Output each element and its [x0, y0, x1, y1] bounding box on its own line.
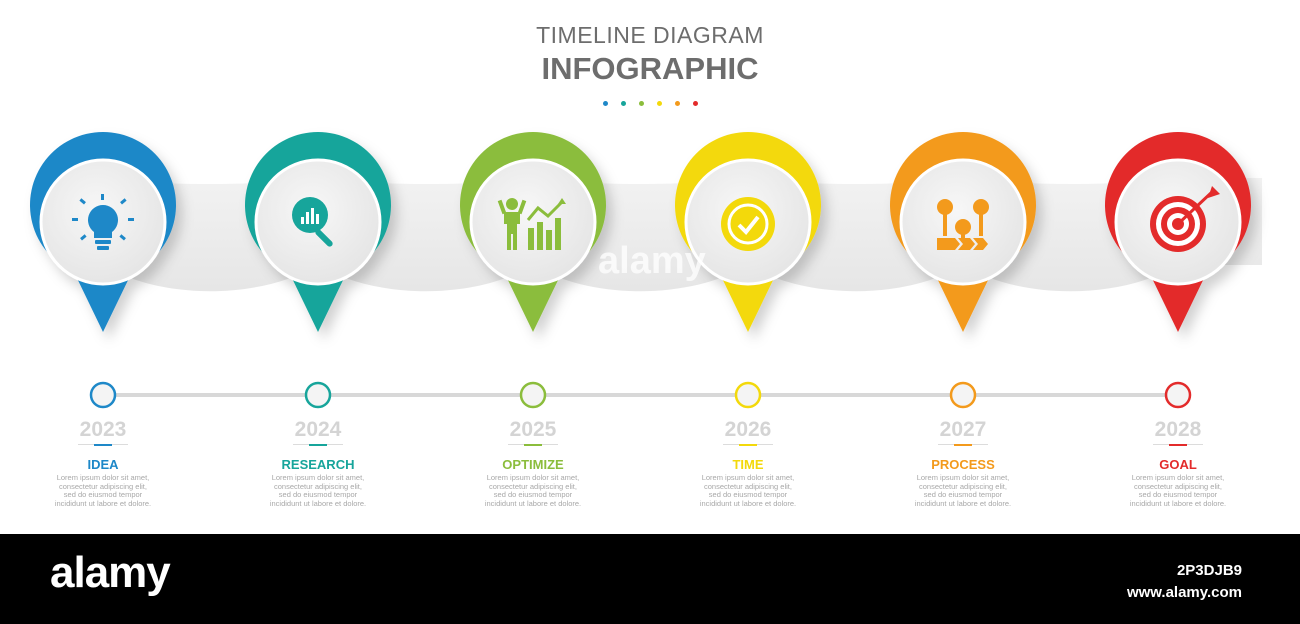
- desc-line: incididunt ut labore et dolore.: [699, 498, 797, 508]
- title-top: TIMELINE DIAGRAM: [536, 22, 764, 48]
- desc-line: consectetur adipiscing elit,: [704, 481, 792, 491]
- footer-logo: alamy: [50, 548, 171, 597]
- color-dot: [674, 101, 680, 106]
- footer-bar: alamy 2P3DJB9 www.alamy.com: [0, 534, 1300, 624]
- desc-line: sed do eiusmod tempor: [923, 490, 1003, 500]
- header: TIMELINE DIAGRAM INFOGRAPHIC: [0, 22, 1300, 106]
- color-dot: [692, 101, 698, 106]
- process-flow-icon: [937, 199, 989, 250]
- step-label: RESEARCH: [281, 457, 355, 472]
- desc-line: sed do eiusmod tempor: [63, 490, 143, 500]
- desc-line: consectetur adipiscing elit,: [489, 481, 577, 491]
- step-year: 2024: [294, 418, 342, 441]
- person-growth-chart-icon: [497, 198, 566, 250]
- timeline-nodes: [89, 381, 1192, 409]
- desc-line: consectetur adipiscing elit,: [274, 481, 362, 491]
- year-underline: [94, 444, 112, 446]
- desc-line: incididunt ut labore et dolore.: [484, 498, 582, 508]
- step-label: OPTIMIZE: [502, 457, 564, 472]
- timeline-node: [734, 381, 762, 409]
- year-underline: [524, 444, 542, 446]
- step-label: IDEA: [87, 457, 119, 472]
- color-dots: [0, 101, 1300, 106]
- color-dot: [602, 101, 608, 106]
- desc-line: Lorem ipsum dolor sit amet,: [56, 473, 150, 482]
- step-description: Lorem ipsum dolor sit amet, consectetur …: [908, 473, 1018, 508]
- step-label: GOAL: [1159, 457, 1197, 472]
- step-description: Lorem ipsum dolor sit amet, consectetur …: [693, 473, 803, 508]
- color-dot: [638, 101, 644, 106]
- desc-line: incididunt ut labore et dolore.: [54, 498, 152, 508]
- year-underline: [954, 444, 972, 446]
- timeline-node: [519, 381, 547, 409]
- color-dot: [620, 101, 626, 106]
- step-label: TIME: [732, 457, 764, 472]
- target-arrow-icon: [1150, 186, 1220, 252]
- desc-line: sed do eiusmod tempor: [1138, 490, 1218, 500]
- year-underline: [309, 444, 327, 446]
- timeline-node: [949, 381, 977, 409]
- desc-line: Lorem ipsum dolor sit amet,: [271, 473, 365, 482]
- step-description: Lorem ipsum dolor sit amet, consectetur …: [48, 473, 158, 508]
- timeline-node: [304, 381, 332, 409]
- timeline-diagram: [29, 132, 1262, 409]
- desc-line: incididunt ut labore et dolore.: [1129, 498, 1227, 508]
- image-id: 2P3DJB9: [1176, 562, 1242, 579]
- timeline-node: [1164, 381, 1192, 409]
- title-main: INFOGRAPHIC: [541, 51, 759, 86]
- desc-line: sed do eiusmod tempor: [493, 490, 573, 500]
- desc-line: consectetur adipiscing elit,: [1134, 481, 1222, 491]
- step-year: 2025: [509, 418, 557, 441]
- magnifier-chart-icon: [292, 197, 333, 247]
- footer-url: www.alamy.com: [1126, 584, 1242, 601]
- step-year: 2026: [724, 418, 772, 441]
- clock-check-icon: [721, 197, 775, 251]
- desc-line: consectetur adipiscing elit,: [59, 481, 147, 491]
- desc-line: sed do eiusmod tempor: [278, 490, 358, 500]
- step-year: 2027: [939, 418, 987, 441]
- desc-line: incididunt ut labore et dolore.: [914, 498, 1012, 508]
- step-label: PROCESS: [931, 457, 995, 472]
- desc-line: Lorem ipsum dolor sit amet,: [486, 473, 580, 482]
- year-underline: [1169, 444, 1187, 446]
- lightbulb-icon: [72, 194, 134, 250]
- desc-line: incididunt ut labore et dolore.: [269, 498, 367, 508]
- step-description: Lorem ipsum dolor sit amet, consectetur …: [263, 473, 373, 508]
- step-year: 2023: [79, 418, 127, 441]
- watermark: alamy: [598, 240, 706, 282]
- desc-line: Lorem ipsum dolor sit amet,: [916, 473, 1010, 482]
- step-year: 2028: [1154, 418, 1202, 441]
- pin-face: [469, 158, 597, 286]
- year-underline: [739, 444, 757, 446]
- desc-line: sed do eiusmod tempor: [708, 490, 788, 500]
- step-description: Lorem ipsum dolor sit amet, consectetur …: [1123, 473, 1233, 508]
- color-dot: [656, 101, 662, 106]
- desc-line: consectetur adipiscing elit,: [919, 481, 1007, 491]
- step-description: Lorem ipsum dolor sit amet, consectetur …: [478, 473, 588, 508]
- desc-line: Lorem ipsum dolor sit amet,: [1131, 473, 1225, 482]
- desc-line: Lorem ipsum dolor sit amet,: [701, 473, 795, 482]
- timeline-node: [89, 381, 117, 409]
